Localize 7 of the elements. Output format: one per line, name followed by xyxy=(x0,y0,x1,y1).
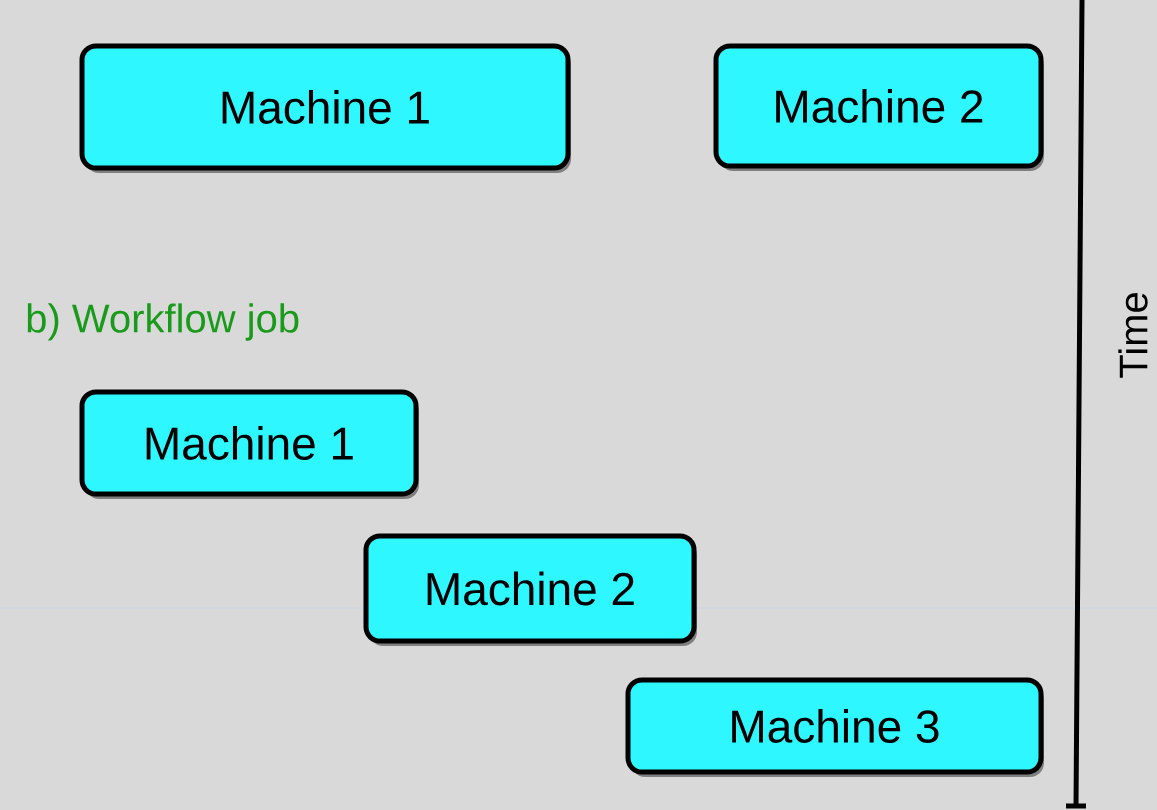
machine-box: Machine 3 xyxy=(625,677,1044,777)
machine-box: Machine 1 xyxy=(79,43,571,173)
axis-label: Time xyxy=(1118,293,1148,378)
machine-box: Machine 2 xyxy=(363,533,697,646)
section-heading: b) Workflow job xyxy=(27,303,299,341)
machine-box: Machine 2 xyxy=(713,43,1044,171)
machine-box: Machine 1 xyxy=(79,389,419,499)
